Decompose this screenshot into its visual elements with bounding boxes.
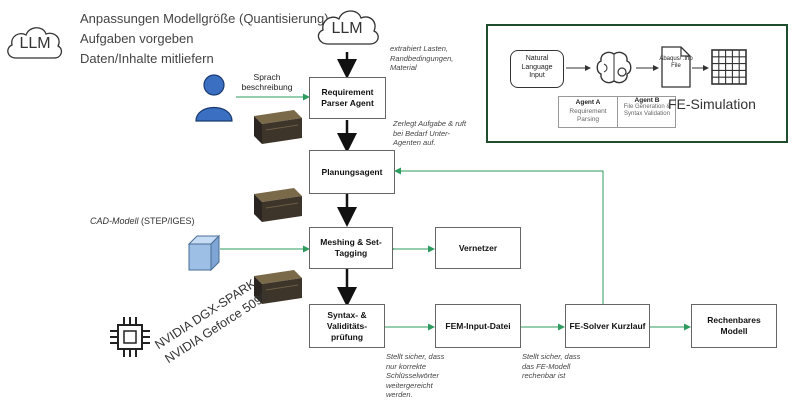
agent-b-title: Agent B <box>634 97 660 104</box>
user-icon <box>195 74 233 122</box>
note-zerlegt: Zerlegt Aufgabe & ruft bei Bedarf Unter-… <box>393 119 467 147</box>
chip-icon <box>110 317 150 357</box>
cloud-top-icon <box>317 10 379 45</box>
node-vernetzer: Vernetzer <box>435 227 521 269</box>
inset-natural-box <box>510 50 564 88</box>
inset-title: FE-Simulation <box>668 96 756 112</box>
arrow-solver-feedback <box>394 167 604 304</box>
user-label: Sprach beschreibung <box>241 72 293 92</box>
server-icon <box>254 270 302 304</box>
node-fem-input: FEM-Input-Datei <box>435 304 521 348</box>
llm-top-label: LLM <box>331 20 363 37</box>
file-icon <box>661 46 691 88</box>
server-icon <box>254 110 302 144</box>
inset-natural-label: Natural Language Input <box>521 55 553 79</box>
inset-agents-divider <box>617 96 618 128</box>
agent-a-title: Agent A <box>575 99 601 106</box>
note-extrahiert: extrahiert Lasten, Randbedingungen, Mate… <box>390 44 454 72</box>
note-stellt-syntax: Stellt sicher, dass nur korrekte Schlüss… <box>386 352 445 399</box>
agent-b-desc: File Generation & Syntax Validation <box>623 104 671 117</box>
node-fe-solver: FE-Solver Kurzlauf <box>565 304 650 348</box>
agent-a-desc: Requirement Parsing <box>569 108 607 123</box>
node-planungsagent: Planungsagent <box>309 150 395 194</box>
llm-left-label: LLM <box>19 35 51 52</box>
note-stellt-fe: Stellt sicher, dass das FE-Modell rechen… <box>522 352 581 380</box>
node-syntax: Syntax- & Validitäts-prüfung <box>309 304 385 348</box>
brain-icon <box>596 51 632 84</box>
llm-note-1: Anpassungen Modellgröße (Quantisierung) <box>80 11 329 26</box>
cube-icon <box>187 234 221 272</box>
fe-simulation-inset: Natural Language Input Abaqus/ .inp File… <box>486 24 788 143</box>
node-meshing: Meshing & Set-Tagging <box>309 227 393 269</box>
node-requirement-parser: Requirement Parser Agent <box>309 77 386 119</box>
llm-note-3: Daten/Inhalte mitliefern <box>80 51 214 66</box>
llm-note-2: Aufgaben vorgeben <box>80 31 194 46</box>
cad-model-label: CAD-Modell (STEP/IGES) <box>90 216 195 226</box>
node-rechenbares-modell: Rechenbares Modell <box>691 304 777 348</box>
inset-file-label: Abaqus/ .inp File <box>659 56 693 69</box>
mesh-grid-icon <box>711 49 747 85</box>
cloud-left-icon <box>7 27 63 59</box>
server-icon <box>254 188 302 222</box>
inset-arrows <box>566 65 709 71</box>
